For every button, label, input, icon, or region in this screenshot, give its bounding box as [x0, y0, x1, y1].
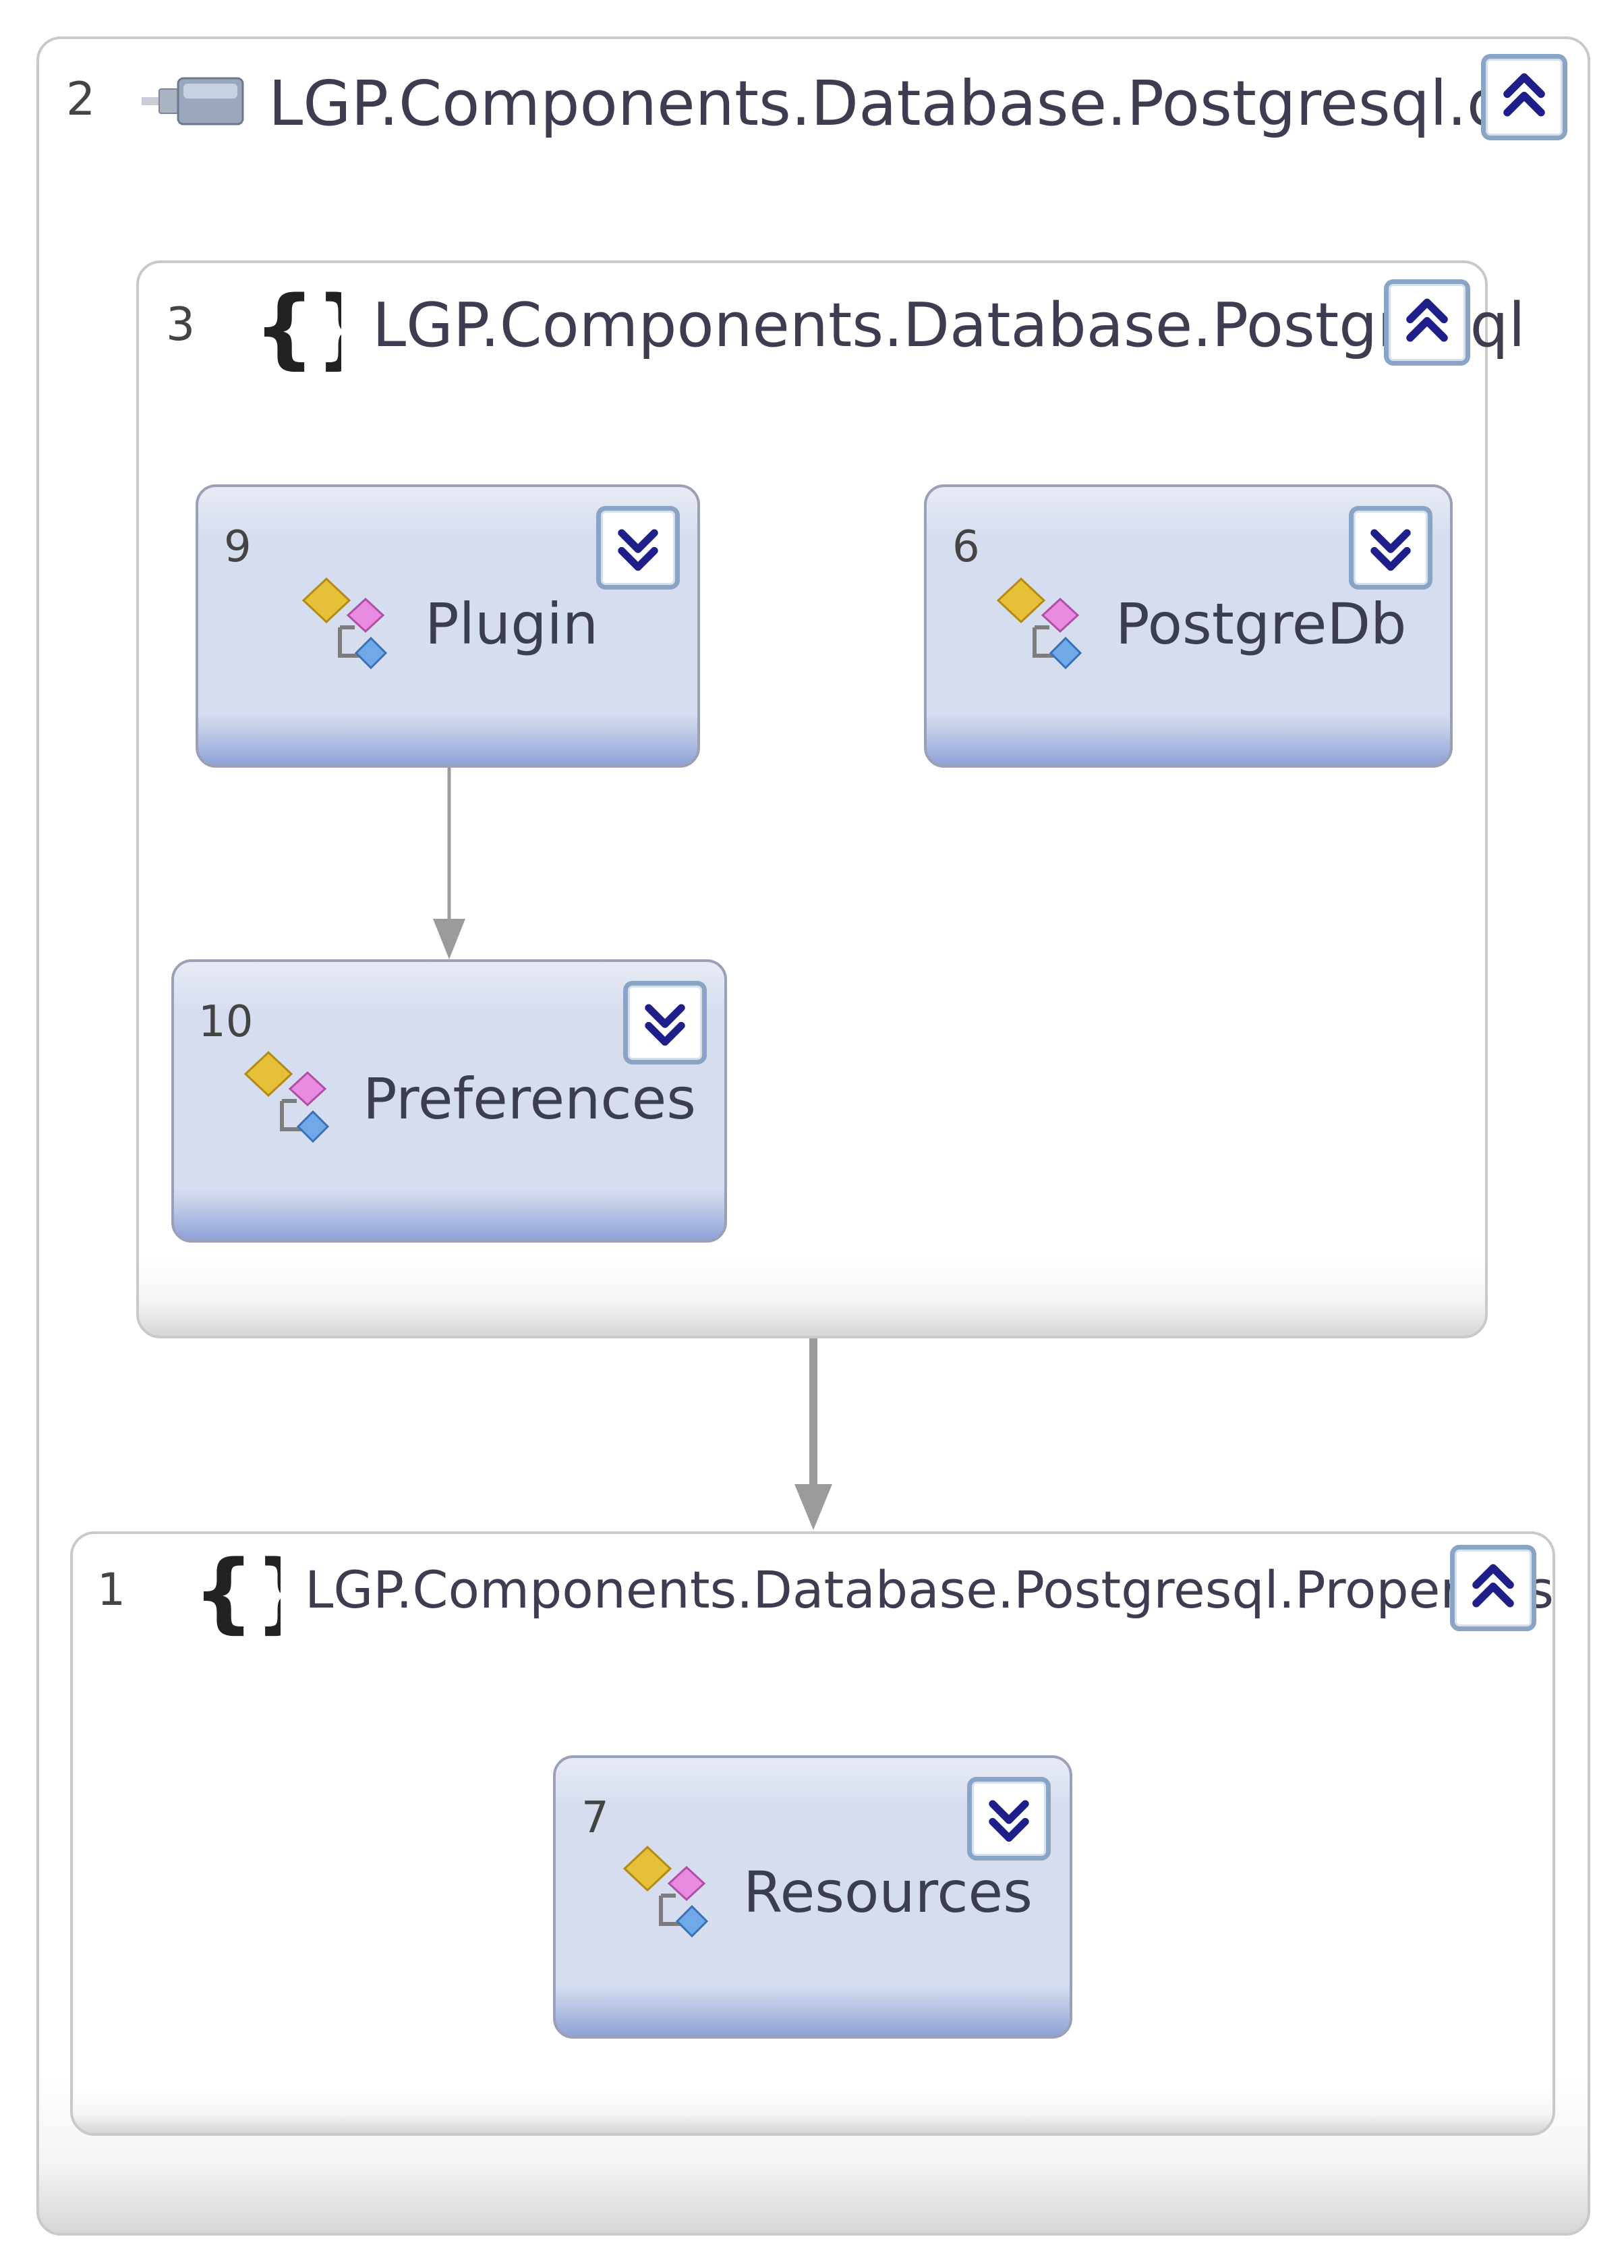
expand-down-icon	[1370, 529, 1411, 571]
class-node-resources[interactable]: 7 Resources	[553, 1755, 1072, 2039]
collapse-up-icon	[1406, 298, 1448, 342]
class-name-resources: Resources	[743, 1859, 1033, 1925]
namespace-properties-title: LGP.Components.Database.Postgresql.Prope…	[305, 1560, 1554, 1620]
assembly-number: 2	[66, 73, 96, 126]
namespace-properties-number: 1	[97, 1564, 125, 1616]
namespace-main-title: LGP.Components.Database.Postgresql	[372, 290, 1526, 361]
collapse-up-icon	[1472, 1564, 1514, 1608]
class-icon	[620, 1842, 722, 1943]
expand-down-icon	[645, 1004, 685, 1046]
class-icon	[994, 573, 1095, 675]
class-node-preferences[interactable]: 10 Preferences	[171, 959, 727, 1243]
expand-down-icon	[618, 529, 658, 571]
class-icon	[241, 1047, 343, 1148]
namespace-main-number: 3	[166, 298, 196, 351]
class-icon	[299, 573, 401, 675]
svg-text:{}: {}	[254, 278, 341, 378]
class-name-preferences: Preferences	[363, 1066, 697, 1132]
namespace-braces-icon: {}	[254, 278, 376, 379]
assembly-icon	[142, 74, 247, 128]
svg-text:{}: {}	[193, 1542, 281, 1643]
class-expand-button[interactable]	[623, 981, 707, 1065]
assembly-collapse-button[interactable]	[1481, 54, 1567, 140]
class-expand-button[interactable]	[1349, 506, 1432, 590]
namespace-braces-icon: {}	[193, 1542, 316, 1643]
collapse-up-icon	[1503, 73, 1545, 117]
namespace-main-collapse-button[interactable]	[1384, 279, 1470, 366]
class-expand-button[interactable]	[596, 506, 680, 590]
namespace-properties-collapse-button[interactable]	[1450, 1545, 1536, 1631]
class-number: 7	[581, 1793, 609, 1843]
class-node-postgredb[interactable]: 6 PostgreDb	[924, 484, 1453, 768]
expand-down-icon	[989, 1800, 1029, 1842]
assembly-title: LGP.Components.Database.Postgresql.dll	[268, 67, 1541, 140]
class-number: 9	[224, 522, 252, 572]
class-name-postgredb: PostgreDb	[1115, 591, 1407, 657]
class-number: 6	[952, 522, 980, 572]
class-number: 10	[198, 997, 254, 1047]
class-name-plugin: Plugin	[425, 591, 599, 657]
class-expand-button[interactable]	[967, 1777, 1051, 1861]
class-node-plugin[interactable]: 9 Plugin	[196, 484, 700, 768]
